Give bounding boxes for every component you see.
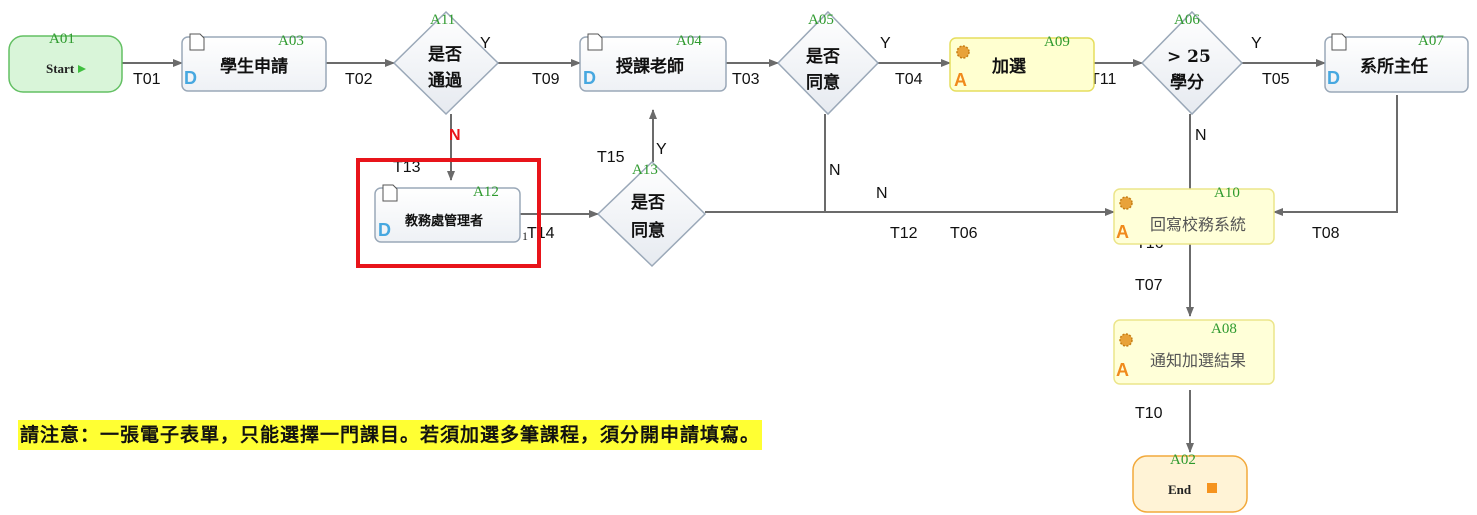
- edge-label-t08: T08: [1312, 225, 1340, 242]
- node-a04-label: 授課老師: [616, 56, 684, 77]
- node-a05-id: A05: [808, 12, 834, 28]
- edge-label-t05: T05: [1262, 71, 1290, 88]
- node-a11-decision[interactable]: A11 是否 通過: [392, 10, 500, 116]
- notice-banner: 請注意：一張電子表單，只能選擇一門課目。若須加選多筆課程，須分開申請填寫。: [18, 420, 763, 450]
- node-a02-end[interactable]: A02 End: [1132, 452, 1248, 513]
- node-a07-label: 系所主任: [1360, 56, 1428, 77]
- node-a12-academic-admin[interactable]: A12 D 教務處管理者 1: [374, 184, 528, 243]
- node-a10-write-back[interactable]: A10 A 回寫校務系統: [1113, 185, 1275, 245]
- node-a04-id: A04: [676, 33, 702, 49]
- node-a04-teacher[interactable]: A04 D 授課老師: [579, 33, 727, 92]
- node-a03-id: A03: [278, 33, 304, 49]
- edge-label-t04: T04: [895, 71, 923, 88]
- node-a09-add-course[interactable]: A09 A 加選: [949, 34, 1095, 92]
- edge-label-t10: T10: [1135, 405, 1163, 422]
- play-icon: [78, 65, 86, 73]
- highlight-box: [356, 158, 541, 268]
- activity-type-icon: A: [1116, 222, 1129, 242]
- node-a11-id: A11: [430, 12, 455, 28]
- activity-type-icon: A: [954, 70, 967, 90]
- document-page-icon: [382, 184, 398, 202]
- connectors: [122, 59, 1398, 453]
- node-a06-line1: > 25: [1167, 47, 1211, 67]
- node-a11-line1: 是否: [428, 45, 462, 65]
- small-mark: 1: [522, 229, 528, 243]
- node-a10-label: 回寫校務系統: [1150, 215, 1246, 234]
- node-a06-decision[interactable]: A06 > 25 學分: [1140, 10, 1244, 116]
- edge-label-t02: T02: [345, 71, 373, 88]
- branch-label-a05-no: N: [829, 162, 841, 179]
- document-type-icon: D: [378, 220, 391, 240]
- node-a08-notify-result[interactable]: A08 A 通知加選結果: [1113, 319, 1275, 385]
- branch-label-a06-yes: Y: [1251, 35, 1262, 52]
- document-type-icon: D: [583, 68, 596, 88]
- activity-type-icon: A: [1116, 360, 1129, 380]
- edge-label-t11: T11: [1090, 71, 1116, 88]
- node-a13-line2: 同意: [631, 220, 665, 241]
- node-a01-label: Start: [46, 61, 75, 76]
- node-a08-id: A08: [1211, 321, 1237, 337]
- node-a05-line1: 是否: [806, 47, 840, 67]
- edge-label-t12: T12: [890, 225, 918, 242]
- node-a13-decision[interactable]: A13 是否 同意: [596, 160, 707, 268]
- node-a07-id: A07: [1418, 33, 1444, 49]
- node-a06-line2: 學分: [1170, 73, 1204, 93]
- document-page-icon: [587, 33, 603, 51]
- node-a01-start[interactable]: A01 Start: [8, 31, 123, 93]
- document-page-icon: [189, 33, 205, 51]
- node-a13-id: A13: [632, 162, 658, 178]
- node-a13-line1: 是否: [631, 193, 665, 213]
- branch-label-a11-yes: Y: [480, 35, 491, 52]
- node-a07-department-head[interactable]: A07 D 系所主任: [1324, 33, 1469, 93]
- edge-label-t13: T13: [393, 159, 421, 176]
- node-a02-label: End: [1168, 482, 1192, 497]
- node-a12-id: A12: [473, 184, 499, 200]
- branch-label-a11-no: N: [449, 127, 461, 144]
- node-a05-decision[interactable]: A05 是否 同意: [776, 10, 880, 116]
- branch-label-a13-yes: Y: [656, 141, 667, 158]
- gear-icon: [956, 45, 970, 59]
- node-a10-id: A10: [1214, 185, 1240, 201]
- node-a08-label: 通知加選結果: [1150, 351, 1246, 370]
- stop-icon: [1207, 483, 1217, 493]
- node-a09-id: A09: [1044, 34, 1070, 50]
- branch-label-a05-no-2: N: [876, 185, 888, 202]
- document-page-icon: [1331, 33, 1347, 51]
- branch-label-a05-yes: Y: [880, 35, 891, 52]
- node-a12-label: 教務處管理者: [404, 213, 483, 229]
- node-a02-id: A02: [1170, 452, 1196, 468]
- edge-label-t09: T09: [532, 71, 560, 88]
- edge-label-t06: T06: [950, 225, 978, 242]
- edge-t08: [1273, 95, 1398, 216]
- edge-label-t03: T03: [732, 71, 760, 88]
- branch-label-a06-no: N: [1195, 127, 1207, 144]
- node-a03-label: 學生申請: [220, 56, 288, 77]
- edge-label-t07: T07: [1135, 277, 1163, 294]
- document-type-icon: D: [1327, 68, 1340, 88]
- document-type-icon: D: [184, 68, 197, 88]
- edge-labels: T01 T02 T09 T03 T04 T11 T05 T13 T14 T15 …: [133, 35, 1340, 422]
- node-a03-student-apply[interactable]: A03 D 學生申請: [181, 33, 327, 92]
- edge-label-t15: T15: [597, 149, 625, 166]
- node-a11-line2: 通過: [428, 71, 463, 91]
- node-a06-id: A06: [1174, 12, 1200, 28]
- edge-label-t01: T01: [133, 71, 161, 88]
- gear-icon: [1119, 333, 1133, 347]
- node-a09-label: 加選: [991, 57, 1026, 77]
- gear-icon: [1119, 196, 1133, 210]
- node-a01-id: A01: [49, 31, 75, 47]
- node-a05-line2: 同意: [806, 72, 840, 93]
